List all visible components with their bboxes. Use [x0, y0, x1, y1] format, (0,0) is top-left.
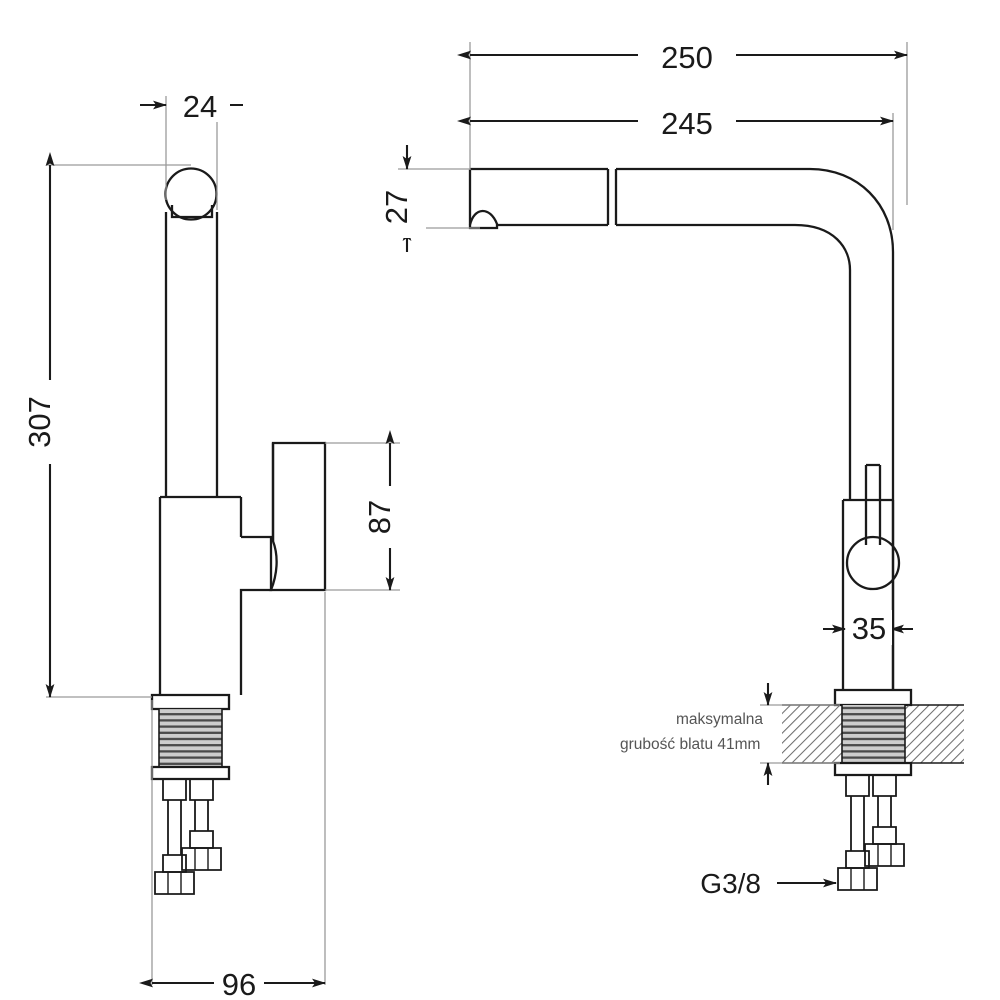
supply-hose-right: [189, 779, 214, 801]
spout-head-profile: [269, 441, 327, 592]
dimension-labels: 24 307 87 96 250 245 27 35 G3/8 maksymal…: [22, 37, 892, 1000]
mount-nut-plate: [150, 765, 231, 781]
dim-label-96: 96: [222, 967, 256, 1000]
left-view-geometry: [150, 167, 327, 895]
supply-hose-left-tube: [167, 800, 182, 855]
label-bg-250: [638, 37, 736, 73]
dim-label-27: 27: [379, 190, 414, 224]
mount-nut-plate-right: [833, 761, 913, 777]
supply-hose-left-r: [845, 775, 870, 797]
dim-label-35: 35: [852, 611, 886, 646]
label-bg-87: [373, 486, 409, 548]
right-view-geometry: [468, 167, 964, 891]
aerator-bump: [468, 209, 499, 230]
extension-lines: [46, 42, 908, 985]
lever-knob: [845, 535, 901, 591]
body-block: [158, 495, 243, 695]
dim-label-24: 24: [183, 89, 217, 124]
note-line-2: grubość blatu 41mm: [620, 736, 760, 753]
supply-hose-right-nut-lines: [194, 848, 209, 870]
label-bg-245: [638, 103, 736, 139]
label-bg-35: [846, 610, 892, 645]
supply-hose-right-r: [872, 775, 897, 797]
threaded-shank-right-outline: [841, 705, 906, 763]
supply-hose-left-nut-lines: [167, 872, 182, 894]
label-bg-27: [390, 176, 426, 238]
handle-collar: [170, 205, 214, 219]
supply-hose-left-nut: [154, 871, 195, 895]
base-flange: [150, 693, 231, 711]
supply-hose-right-r-nut: [864, 843, 905, 867]
gooseneck-outer: [616, 167, 895, 690]
counter-flange: [833, 688, 913, 707]
label-bg-24: [170, 88, 230, 122]
dim-label-250: 250: [661, 40, 713, 75]
supply-hose-right-r-nut-lines: [877, 844, 892, 866]
supply-hose-right-r-collar: [872, 826, 897, 845]
supply-hose-left-r-tube: [850, 796, 865, 851]
supply-hose-left-r-nut-lines: [850, 868, 865, 890]
drawing-geometry: [150, 167, 964, 895]
dim-label-245: 245: [661, 106, 713, 141]
dim-label-g38: G3/8: [700, 868, 761, 899]
threaded-shank: [159, 709, 222, 767]
threaded-shank-right: [842, 705, 905, 763]
supply-hose-right-collar: [189, 830, 214, 849]
label-bg-96: [214, 965, 264, 1000]
dim-label-87: 87: [362, 500, 397, 534]
upper-column: [164, 212, 219, 497]
spout-neck: [239, 535, 273, 695]
gooseneck-inner: [616, 223, 852, 500]
supply-hose-left-r-nut: [837, 867, 878, 891]
dim-label-307: 307: [22, 396, 57, 448]
supply-hose-right-nut: [181, 847, 222, 871]
spray-head-seam: [606, 169, 618, 225]
note-line-1: maksymalna: [676, 711, 763, 728]
supply-hose-right-r-tube: [877, 796, 892, 827]
lever-stem: [864, 463, 882, 545]
threaded-shank-outline: [158, 709, 223, 767]
supply-hose-right-tube: [194, 800, 209, 831]
label-bg-307: [33, 380, 69, 464]
supply-hose-left: [162, 779, 187, 801]
body-column: [841, 498, 895, 690]
dimension-lines: [45, 50, 913, 988]
